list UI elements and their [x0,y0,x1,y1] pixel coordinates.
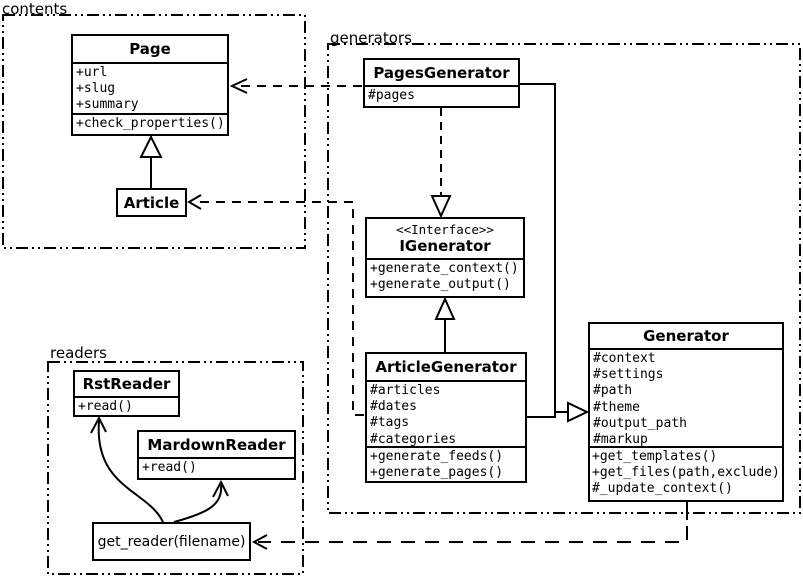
generalization-articlegenerator-generator-line [527,412,556,418]
class-rstreader-name: RstReader [75,372,178,398]
attribute: #categories [370,431,457,447]
class-rstreader-methods: +read() [75,398,178,415]
attribute: #dates [370,399,417,415]
class-page-name: Page [73,36,227,64]
class-page: Page +url +slug +summary +check_properti… [71,34,229,136]
attribute: +slug [76,81,116,97]
class-page-attributes: +url +slug +summary [73,64,227,115]
method: +read() [78,399,133,414]
call-getreader-rstreader-arrow-icon [90,415,107,434]
class-articlegenerator-methods: +generate_feeds() +generate_pages() [367,448,525,481]
class-pagesgenerator-attributes: #pages [365,87,518,106]
generalization-article-page-triangle-icon [139,134,163,158]
call-getreader-rstreader-line [97,420,164,523]
class-articlegenerator: ArticleGenerator #articles #dates #tags … [365,352,527,483]
method: +read() [142,460,197,475]
class-generator: Generator #context #settings #path #them… [588,322,784,502]
package-generators-border [327,43,801,514]
attribute: #context [593,351,656,366]
dependency-pagesgenerator-page-arrow-icon [229,78,248,94]
class-pagesgenerator-name: PagesGenerator [365,60,518,87]
method: +generate_context() [370,261,519,276]
realization-pagesgenerator-igenerator-triangle-icon [430,195,452,219]
package-contents-label: contents [2,0,68,18]
call-getreader-mardownreader-arrow-icon [212,479,229,498]
interface-stereotype: <<Interface>> [396,221,494,237]
attribute: #theme [593,399,640,415]
attribute: #articles [370,383,441,398]
package-readers-label: readers [50,344,107,362]
class-mardownreader-name: MardownReader [139,432,294,459]
class-generator-methods: +get_templates() +get_files(path,exclude… [590,448,782,498]
class-rstreader: RstReader +read() [73,370,180,417]
interface-igenerator: <<Interface>> IGenerator +generate_conte… [365,217,525,298]
generalization-articlegenerator-igenerator-triangle-icon [434,296,456,320]
class-article: Article [116,188,187,217]
method: +get_templates() [592,449,718,464]
dependency-generator-getreader-arrow-icon [251,534,268,550]
class-mardownreader: MardownReader +read() [137,430,296,480]
interface-igenerator-name: IGenerator [399,236,491,255]
class-articlegenerator-name: ArticleGenerator [367,354,525,382]
generalization-generator-triangle-icon [567,401,590,423]
method: +check_properties() [76,116,225,131]
method: #_update_context() [592,481,733,497]
class-mardownreader-methods: +read() [139,459,294,478]
package-contents-border [2,14,306,249]
class-pagesgenerator: PagesGenerator #pages [363,58,520,108]
class-article-name: Article [123,193,180,212]
generalization-pagesgenerator-generator-line [520,83,568,413]
attribute: #tags [370,415,410,431]
method: +generate_output() [370,277,511,293]
attribute: #settings [593,367,664,383]
node-get-reader: get_reader(filename) [92,522,251,561]
dependency-articlegenerator-article-arrow-icon [187,194,202,210]
attribute: #output_path [593,415,687,431]
attribute: +url [76,65,108,80]
class-generator-attributes: #context #settings #path #theme #output_… [590,350,782,448]
class-page-methods: +check_properties() [73,115,227,134]
attribute: #markup [593,432,648,448]
method: +generate_pages() [370,465,504,481]
method: +get_files(path,exclude) [592,465,780,481]
attribute: #path [593,383,633,399]
class-articlegenerator-attributes: #articles #dates #tags #categories [367,382,525,448]
attribute: +summary [76,97,139,113]
package-generators-label: generators [330,29,412,47]
method: +generate_feeds() [370,449,504,464]
class-generator-name: Generator [590,324,782,350]
interface-igenerator-methods: +generate_context() +generate_output() [367,260,523,296]
attribute: #pages [368,88,415,103]
dependency-generator-getreader-line [258,526,688,543]
call-getreader-mardownreader-line [173,484,223,523]
dependency-articlegenerator-article-line [194,201,364,416]
interface-igenerator-title: <<Interface>> IGenerator [367,219,523,260]
package-readers-border [47,361,304,575]
